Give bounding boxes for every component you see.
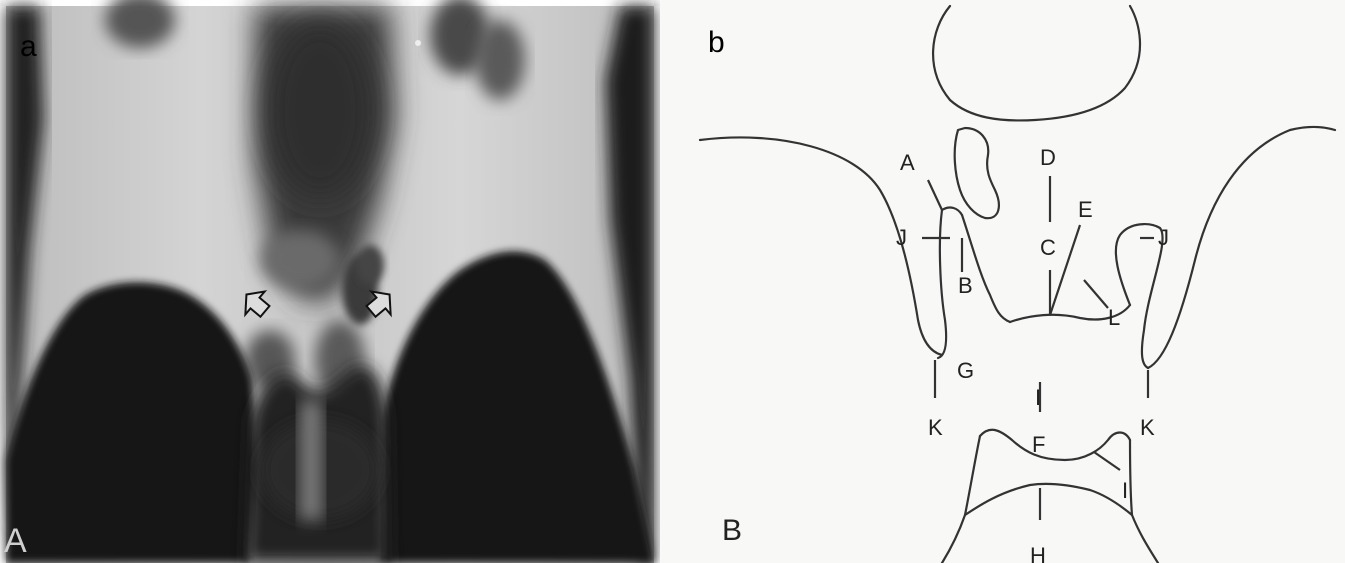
panel-b-diagram: b A xyxy=(660,0,1345,563)
label-E: E xyxy=(1078,197,1093,222)
label-J-right: J xyxy=(1158,225,1169,250)
label-D: D xyxy=(1040,145,1056,170)
label-K-right: K xyxy=(1140,415,1155,440)
label-H: H xyxy=(1030,543,1046,563)
label-I-upper: I xyxy=(1035,385,1041,410)
scan-content: A xyxy=(4,0,654,563)
scan-corner-letter: A xyxy=(4,522,27,560)
label-J-left: J xyxy=(896,225,907,250)
label-I-right: I xyxy=(1122,478,1128,503)
label-K-left: K xyxy=(928,415,943,440)
scan-image: A a xyxy=(0,0,660,563)
diagram-corner-letter: B xyxy=(722,514,742,547)
panel-b-letter: b xyxy=(708,26,725,59)
label-B: B xyxy=(958,273,973,298)
panel-a-scan: A a xyxy=(0,0,660,563)
label-G: G xyxy=(957,358,974,383)
label-A: A xyxy=(900,150,915,175)
diagram-drawing: b A xyxy=(660,0,1345,563)
panel-a-letter: a xyxy=(20,30,37,63)
label-F: F xyxy=(1032,432,1045,457)
label-C: C xyxy=(1040,235,1056,260)
label-L: L xyxy=(1108,305,1120,330)
